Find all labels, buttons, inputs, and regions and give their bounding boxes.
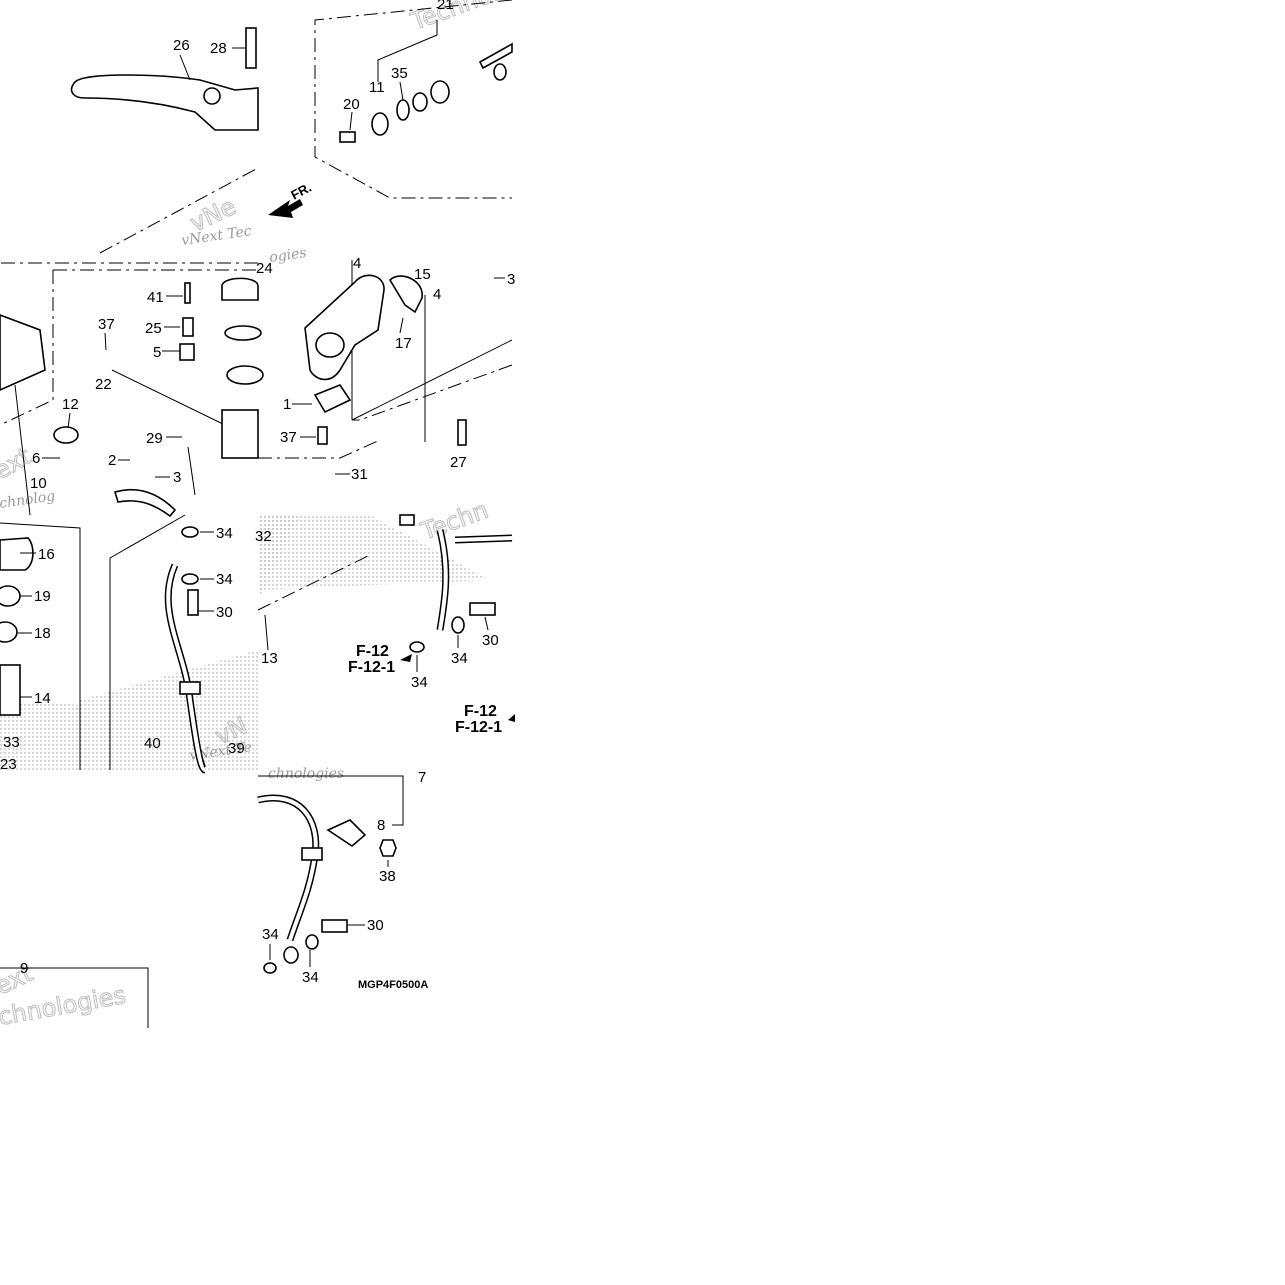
part-label-17: 17 — [395, 335, 412, 352]
brake-hose-bottom — [257, 794, 397, 974]
ref-f12-a: F-12 — [356, 643, 389, 660]
part-label-23: 23 — [0, 756, 17, 773]
part-label-34b: 34 — [216, 571, 233, 588]
part-label-34f: 34 — [302, 969, 319, 986]
reference-codes: F-12 F-12-1 F-12 F-12-1 FR. MGP4F0500A — [288, 180, 515, 991]
shaded-area — [0, 515, 490, 770]
part-label-14: 14 — [34, 690, 51, 707]
part-label-31: 31 — [351, 466, 368, 483]
part-label-26: 26 — [173, 37, 190, 54]
part-labels: 26 28 21 35 11 20 24 41 37 25 5 22 12 6 … — [0, 0, 515, 986]
reservoir-group — [0, 277, 264, 518]
ref-f121-b: F-12-1 — [455, 719, 502, 736]
part-label-34a: 34 — [216, 525, 233, 542]
brake-hose-upper — [164, 526, 208, 774]
part-label-41: 41 — [147, 289, 164, 306]
part-label-3b: 3 — [507, 271, 515, 288]
front-direction-arrow — [268, 199, 303, 218]
part-label-11: 11 — [369, 79, 385, 96]
part-label-35: 35 — [391, 65, 408, 82]
part-label-22: 22 — [95, 376, 112, 393]
part-label-34c: 34 — [451, 650, 468, 667]
part-label-38: 38 — [379, 868, 396, 885]
leader-lines — [8, 20, 505, 969]
part-label-37b: 37 — [280, 429, 297, 446]
part-label-30b: 30 — [482, 632, 499, 649]
part-label-13: 13 — [261, 650, 278, 667]
part-label-16: 16 — [38, 546, 55, 563]
part-label-30c: 30 — [367, 917, 384, 934]
part-label-33: 33 — [3, 734, 20, 751]
part-label-39: 39 — [228, 740, 245, 757]
part-label-12: 12 — [62, 396, 79, 413]
part-label-40: 40 — [144, 735, 161, 752]
part-label-2: 2 — [108, 452, 116, 469]
part-label-21: 21 — [437, 0, 454, 13]
part-label-4a: 4 — [353, 255, 361, 272]
part-label-18: 18 — [34, 625, 51, 642]
svg-text:Technolo: Technolo — [407, 0, 516, 36]
svg-text:ogies: ogies — [268, 245, 307, 266]
part-label-20: 20 — [343, 96, 360, 113]
part-label-27: 27 — [450, 454, 467, 471]
part-label-3: 3 — [173, 469, 181, 486]
part-label-29: 29 — [146, 430, 163, 447]
section-frames — [0, 0, 513, 611]
part-label-9: 9 — [20, 960, 28, 977]
part-label-25: 25 — [145, 320, 162, 337]
part-label-6: 6 — [32, 450, 40, 467]
part-label-8: 8 — [377, 817, 385, 834]
svg-text:chnologies: chnologies — [268, 766, 344, 782]
part-label-7: 7 — [418, 769, 426, 786]
part-label-37a: 37 — [98, 316, 115, 333]
part-label-10: 10 — [30, 475, 47, 492]
ref-f121-a: F-12-1 — [348, 659, 395, 676]
reservoir-stack — [0, 537, 34, 716]
direction-marker: FR. — [288, 180, 314, 203]
part-label-28: 28 — [210, 40, 227, 57]
part-label-34e: 34 — [262, 926, 279, 943]
master-cylinder-body — [304, 274, 467, 446]
part-label-24: 24 — [256, 260, 273, 277]
ref-f12-b: F-12 — [464, 703, 497, 720]
part-label-32: 32 — [255, 528, 272, 545]
watermark: Technolo vNext Tec vNe ogies ext chnolog… — [0, 0, 516, 1031]
part-label-1: 1 — [283, 396, 291, 413]
piston-assembly — [339, 42, 513, 143]
part-label-30a: 30 — [216, 604, 233, 621]
brake-lever — [70, 27, 259, 131]
part-label-34d: 34 — [411, 674, 428, 691]
brake-hose-lower — [399, 514, 513, 653]
part-label-5: 5 — [153, 344, 161, 361]
part-label-15: 15 — [414, 266, 431, 283]
svg-text:ext: ext — [0, 959, 37, 1000]
part-label-19: 19 — [34, 588, 51, 605]
diagram-code: MGP4F0500A — [358, 979, 428, 991]
part-label-4b: 4 — [433, 286, 441, 303]
